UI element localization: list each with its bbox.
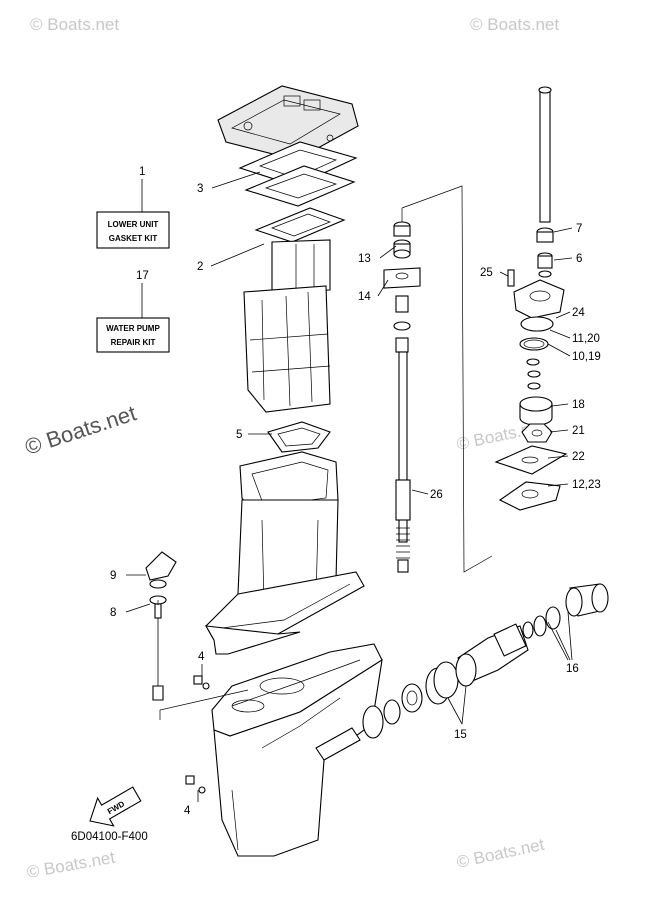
propeller-shaft-housing (362, 583, 609, 739)
gasket-2 (254, 207, 346, 243)
drive-shaft-assembly (383, 208, 421, 573)
forward-arrow: FWD (89, 786, 142, 827)
callout-5: 5 (236, 429, 242, 441)
callout-21: 21 (572, 425, 585, 437)
callout-25: 25 (480, 267, 493, 279)
exhaust-guide (243, 239, 331, 413)
callout-22: 22 (572, 451, 585, 463)
callout-26: 26 (430, 489, 443, 501)
callouts: 3 2 5 13 14 9 8 4 4 26 7 6 25 24 11,20 1… (110, 183, 601, 817)
gasket-3 (238, 141, 358, 207)
lower-casing (211, 643, 383, 857)
callout-8: 8 (110, 607, 116, 619)
callout-4b: 4 (184, 805, 191, 817)
gasket-5 (267, 421, 331, 453)
water-pump-assembly (494, 86, 568, 511)
callout-18: 18 (572, 399, 585, 411)
water-pump-kit-line2: REPAIR KIT (111, 338, 156, 347)
callout-14: 14 (358, 291, 371, 303)
callout-4a: 4 (198, 651, 205, 663)
leader-lines (125, 171, 573, 802)
shift-rod-assembly (145, 551, 177, 701)
callout-1: 1 (139, 166, 145, 178)
diagram-code: 6D04100-F400 (71, 831, 148, 843)
callout-15: 15 (454, 729, 467, 741)
upper-casing-plate (217, 85, 359, 161)
watermark-bottom-right: © Boats.net (455, 835, 546, 872)
callout-13: 13 (358, 253, 371, 265)
watermark-bottom-left: © Boats.net (25, 848, 116, 882)
watermark-top-left: © Boats.net (30, 15, 119, 34)
callout-10-19: 10,19 (572, 351, 601, 363)
reference-lines (157, 185, 493, 720)
upper-casing (204, 451, 365, 655)
callout-24: 24 (572, 307, 585, 319)
water-pump-kit-line1: WATER PUMP (106, 324, 160, 333)
callout-6: 6 (576, 253, 582, 265)
lower-unit-gasket-kit[interactable]: 1 LOWER UNIT GASKET KIT (96, 166, 170, 249)
water-pump-repair-kit[interactable]: 17 WATER PUMP REPAIR KIT (96, 270, 170, 353)
callout-3: 3 (197, 183, 203, 195)
callout-17: 17 (136, 270, 149, 282)
callout-11-20: 11,20 (572, 333, 600, 345)
watermark-middle-left: © Boats.net (22, 400, 139, 459)
watermark-top-right: © Boats.net (470, 15, 559, 34)
callout-16: 16 (566, 663, 579, 675)
callout-2: 2 (197, 261, 203, 273)
callout-7: 7 (576, 223, 582, 235)
lower-unit-kit-line1: LOWER UNIT (108, 220, 159, 229)
callout-9: 9 (110, 570, 116, 582)
bolts-4 (185, 675, 210, 794)
callout-12-23: 12,23 (572, 479, 601, 491)
lower-unit-kit-line2: GASKET KIT (109, 234, 158, 243)
